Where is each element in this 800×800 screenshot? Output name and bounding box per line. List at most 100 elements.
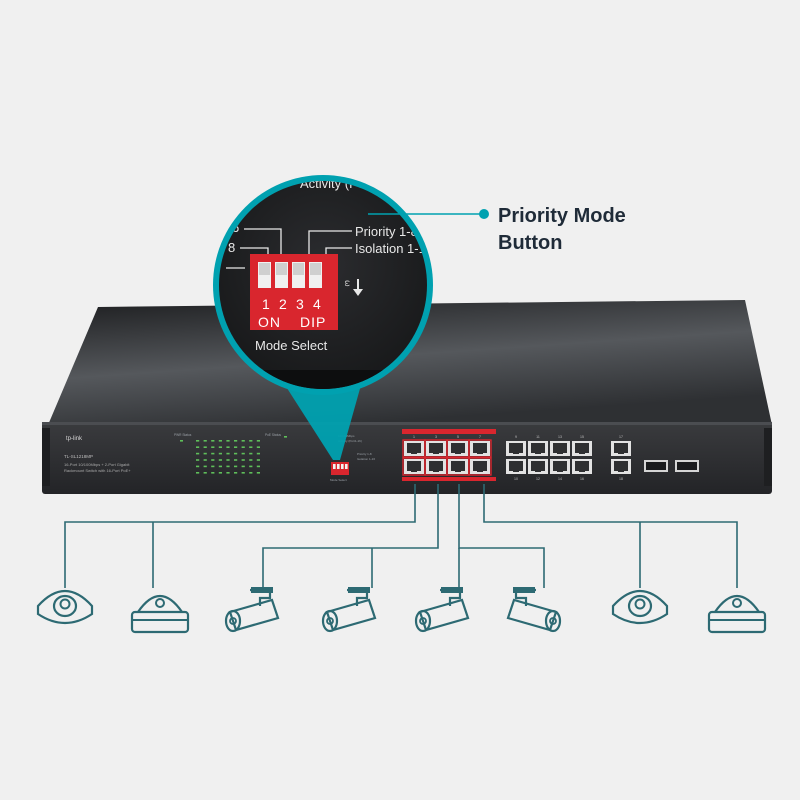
port-led xyxy=(234,465,238,468)
port-led xyxy=(249,452,253,455)
poe-priority-port-highlight xyxy=(468,457,492,476)
dip-toggle-mini[interactable] xyxy=(333,464,336,469)
ethernet-cable xyxy=(64,484,416,588)
callout-label: Priority Mode Button xyxy=(498,203,626,257)
zoom-pointer xyxy=(285,385,361,460)
callout-line-2: Button xyxy=(498,232,563,254)
port-led xyxy=(256,440,260,442)
ip-cameras xyxy=(36,587,767,634)
ethernet-port-socket xyxy=(531,443,545,453)
ethernet-port-socket xyxy=(509,461,523,471)
zoom-left-number-8: 8 xyxy=(228,240,235,255)
ethernet-port-clip xyxy=(477,451,483,454)
port-led xyxy=(196,459,200,461)
model-label: TL-SL1218MP xyxy=(64,454,93,459)
port-number-top: 13 xyxy=(558,435,562,439)
ethernet-cable xyxy=(262,484,439,588)
port-number-top: 11 xyxy=(536,435,540,439)
dip-toggle-mini[interactable] xyxy=(341,464,344,469)
ethernet-port-clip xyxy=(455,469,461,472)
port-led xyxy=(234,446,238,448)
port-led xyxy=(196,472,200,474)
pwr-status-label: PWR Status xyxy=(174,433,192,437)
ethernet-port-socket xyxy=(614,461,628,471)
dip-toggle-lever xyxy=(276,263,287,275)
port-led xyxy=(241,452,245,455)
sfp-slot-opening xyxy=(677,462,697,470)
ethernet-cable xyxy=(483,484,738,588)
port-led xyxy=(203,452,207,455)
dip-on-label: ON xyxy=(258,314,281,330)
ethernet-port-clip xyxy=(433,469,439,472)
port-led xyxy=(249,440,253,442)
ethernet-port-socket xyxy=(614,443,628,453)
port-led xyxy=(203,472,207,474)
dip-number-4: 4 xyxy=(313,296,321,312)
dome-camera-flat-icon xyxy=(130,595,190,634)
port-number-top: 5 xyxy=(457,435,459,439)
port-led xyxy=(226,440,230,442)
port-led xyxy=(241,465,245,468)
port-led xyxy=(241,472,245,474)
port-number-bottom: 14 xyxy=(558,477,562,481)
ethernet-port-clip xyxy=(557,451,563,454)
port-led xyxy=(218,446,222,448)
ethernet-port-clip xyxy=(618,451,624,454)
port-led-grid xyxy=(180,436,287,474)
down-arrow-icon xyxy=(353,279,363,296)
port-led xyxy=(234,452,238,455)
port-led xyxy=(249,446,253,448)
port-led xyxy=(218,472,222,474)
port-led xyxy=(226,465,230,468)
ethernet-port-socket xyxy=(509,443,523,453)
ethernet-port-clip xyxy=(579,451,585,454)
ethernet-port-socket xyxy=(575,461,589,471)
port-led xyxy=(256,472,260,474)
ethernet-port-clip xyxy=(535,469,541,472)
priority-port-group-bar-bottom xyxy=(402,477,496,481)
dip-toggle-mini[interactable] xyxy=(345,464,348,469)
dip-toggle-lever xyxy=(293,263,304,275)
ethernet-port-clip xyxy=(513,469,519,472)
ethernet-port-clip xyxy=(513,451,519,454)
port-number-bottom: 12 xyxy=(536,477,540,481)
port-led xyxy=(211,440,215,442)
poe-led xyxy=(284,436,287,438)
power-led xyxy=(180,440,183,442)
zoom-callout: 10/100Mbps Activity (Port1-16) 6 8 Prior… xyxy=(213,175,489,460)
port-led xyxy=(218,452,222,455)
port-led xyxy=(241,440,245,442)
port-led xyxy=(218,440,222,442)
description-line-1: 16-Port 10/100Mbps + 2-Port Gigabit xyxy=(64,462,130,467)
port-led xyxy=(196,440,200,442)
ethernet-ports: 123456789101112131415161718 xyxy=(402,429,631,481)
dome-camera-icon xyxy=(611,590,669,625)
zoom-activity-text: Activity (Port1-16) xyxy=(300,176,403,191)
ethernet-port-socket xyxy=(575,443,589,453)
port-led xyxy=(211,472,215,474)
port-led xyxy=(241,459,245,461)
ethernet-port-socket xyxy=(473,443,487,453)
description-line-2: Rackmount Switch with 16-Port PoE+ xyxy=(64,468,131,473)
ethernet-port-clip xyxy=(433,451,439,454)
port-led xyxy=(203,465,207,468)
ethernet-port-clip xyxy=(411,451,417,454)
port-led xyxy=(226,452,230,455)
port-led xyxy=(203,459,207,461)
port-led xyxy=(196,465,200,468)
ethernet-port-socket xyxy=(531,461,545,471)
camera-cables xyxy=(64,484,738,588)
ethernet-port-socket xyxy=(473,461,487,471)
dip-side-mark: ω xyxy=(343,280,352,287)
panel-activity-label: Activity (Port1-16) xyxy=(338,439,362,443)
port-led xyxy=(196,446,200,448)
port-number-top: 7 xyxy=(479,435,481,439)
bullet-camera-icon xyxy=(224,587,280,633)
port-led xyxy=(249,459,253,461)
ethernet-port-socket xyxy=(451,461,465,471)
port-number-top: 1 xyxy=(413,435,415,439)
port-led xyxy=(218,465,222,468)
ethernet-port-clip xyxy=(455,451,461,454)
dip-toggle-mini[interactable] xyxy=(337,464,340,469)
dome-camera-flat-icon xyxy=(707,595,767,634)
